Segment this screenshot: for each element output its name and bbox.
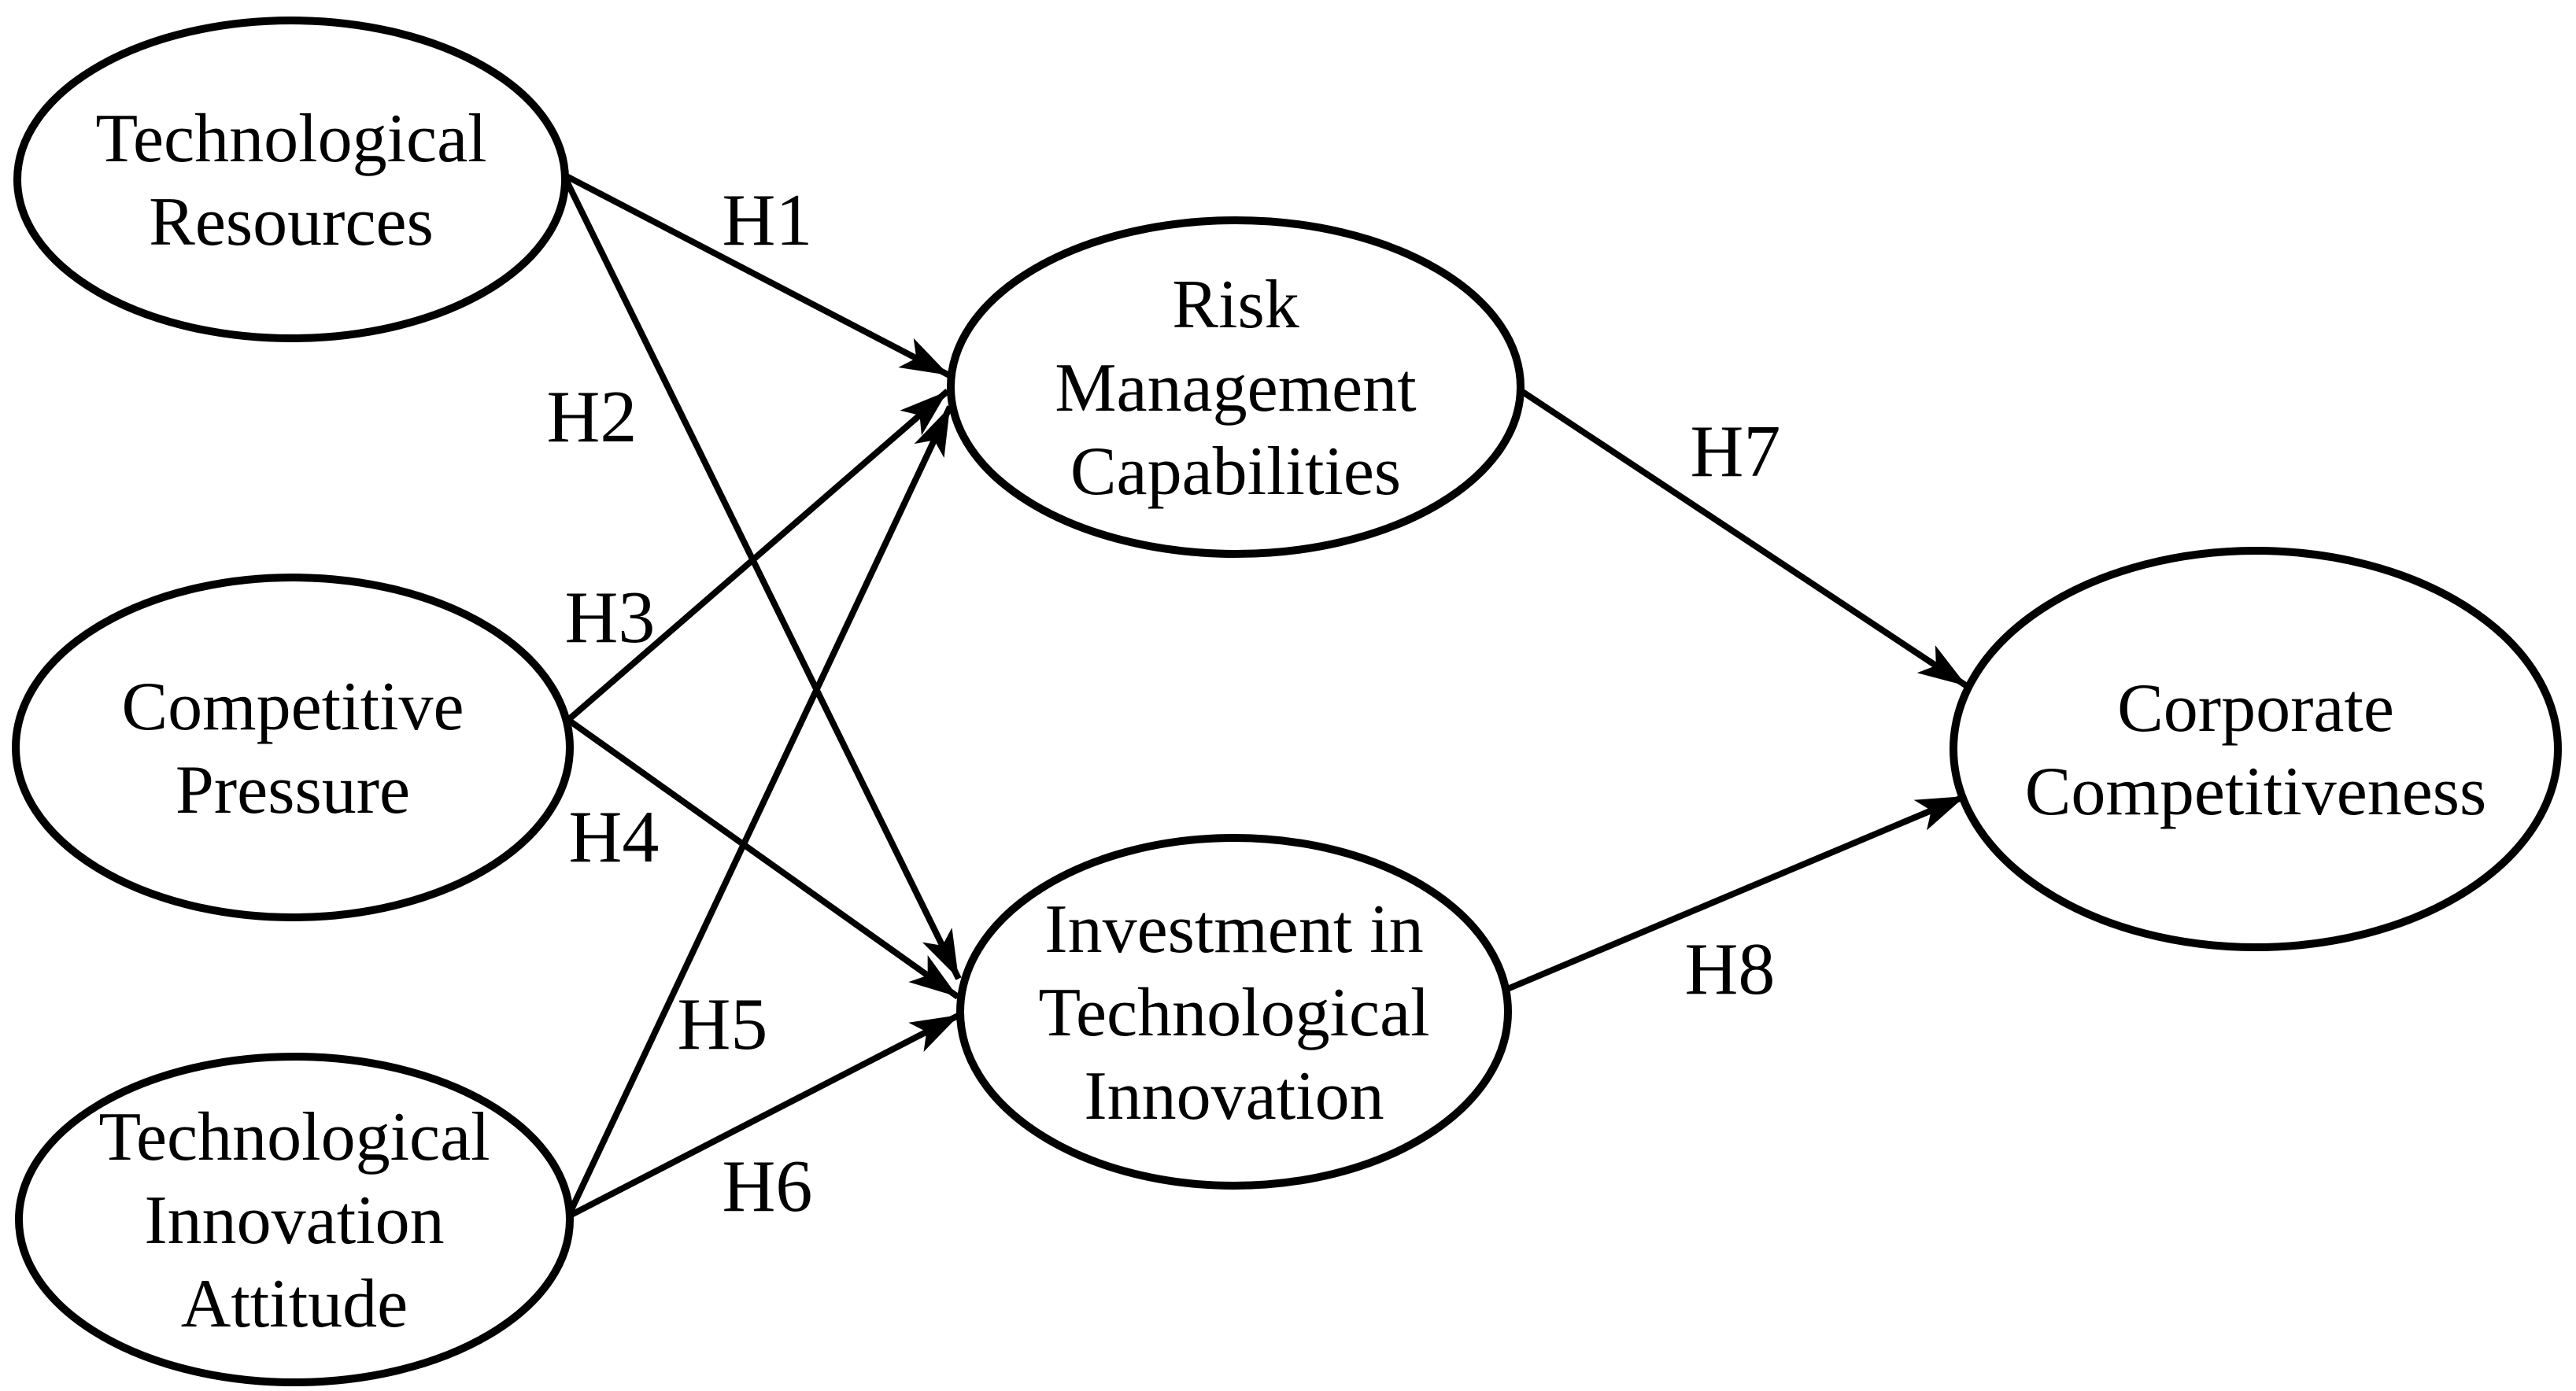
node-label-line: Competitive — [121, 669, 464, 745]
node-label-line: Competitiveness — [2025, 754, 2487, 830]
edge-h5-label: H5 — [678, 983, 768, 1065]
edge-h4-label: H4 — [569, 796, 660, 878]
node-label-line: Corporate — [2117, 670, 2394, 747]
investment-in-technological-innovation-ellipse — [956, 834, 1512, 1190]
node-label-line: Management — [1055, 350, 1416, 426]
edge-h5-arrow — [565, 405, 953, 1218]
node-label-line: Investment in — [1044, 891, 1423, 968]
node-label-line: Attitude — [181, 1266, 408, 1342]
edge-h3-label: H3 — [565, 577, 656, 659]
node-label-line: Pressure — [176, 752, 410, 828]
edge-h4-arrow — [566, 717, 960, 1000]
corporate-competitiveness-ellipse — [1950, 547, 2562, 951]
edge-h6-label: H6 — [723, 1146, 813, 1227]
edge-h3-arrow — [566, 388, 950, 723]
node-label-line: Technological — [1038, 975, 1429, 1051]
edge-h2-arrow — [560, 173, 962, 980]
edge-h1-label: H1 — [723, 179, 813, 261]
technological-resources-ellipse — [13, 17, 569, 342]
edge-h7-label: H7 — [1691, 411, 1781, 493]
edge-h7-arrow — [1517, 386, 1969, 689]
node-label-line: Capabilities — [1070, 434, 1401, 510]
node-label-line: Innovation — [144, 1183, 444, 1259]
technological-innovation-attitude-ellipse — [15, 1053, 574, 1386]
node-label-line: Resources — [149, 184, 434, 260]
edge-h6-arrow — [567, 1012, 961, 1219]
node-label-line: Risk — [1172, 267, 1299, 343]
edge-h2-label: H2 — [547, 376, 638, 458]
node-label-line: Technological — [95, 101, 486, 177]
edge-h8-arrow — [1504, 793, 1967, 993]
competitive-pressure-ellipse — [12, 574, 574, 921]
node-label-line: Technological — [98, 1099, 490, 1175]
risk-management-capabilities-ellipse — [947, 216, 1525, 558]
edge-h1-arrow — [562, 172, 951, 378]
edge-h8-label: H8 — [1685, 928, 1776, 1010]
node-label-line: Innovation — [1084, 1058, 1384, 1135]
